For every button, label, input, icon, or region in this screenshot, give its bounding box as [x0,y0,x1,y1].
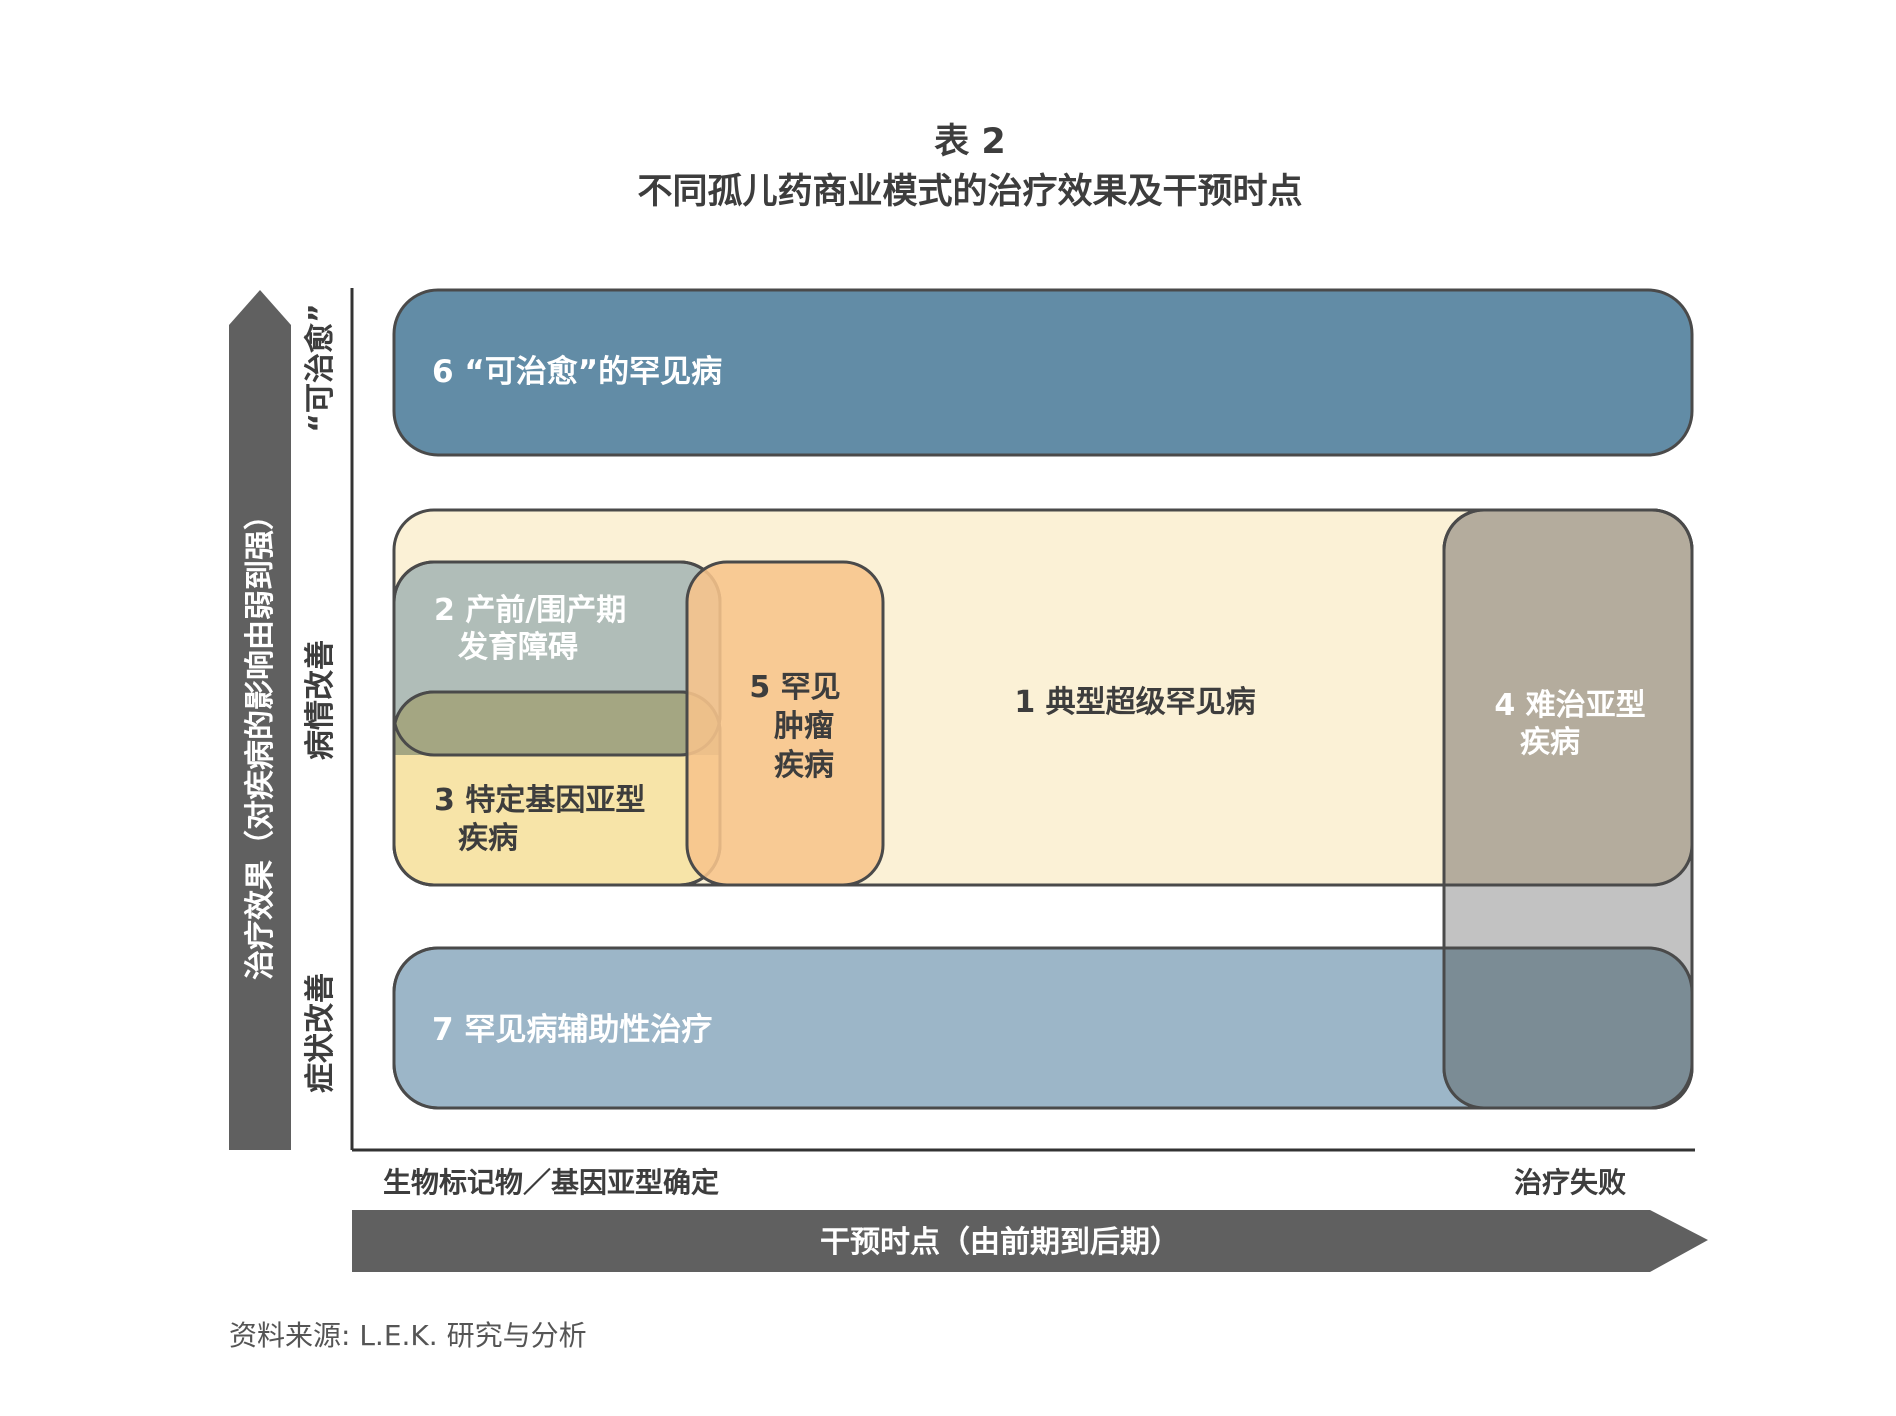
source-note: 资料来源: L.E.K. 研究与分析 [229,1319,587,1352]
box-3-label-line-2: 疾病 [458,821,518,856]
box-2-label-line-1: 2 产前/围产期 [434,593,626,628]
box-2-3-overlap [394,692,720,755]
box-4-label-line-1: 4 难治亚型 [1494,688,1645,723]
x-axis-arrow [352,1210,1708,1272]
title-line-1: 表 2 [934,122,1006,162]
y-axis-arrow [229,290,291,1150]
box-4-label-line-2: 疾病 [1520,725,1580,760]
box-7-outline [392,946,1694,1110]
box-2-label-line-2: 发育障碍 [457,630,578,665]
y-axis-arrow-label: 治疗效果（对疾病的影响由弱到强） [243,500,278,980]
box-7-label: 7 罕见病辅助性治疗 [432,1012,712,1048]
box-1-label: 1 典型超级罕见病 [1014,685,1255,720]
x-axis-right-label: 治疗失败 [1514,1166,1626,1199]
y-level-middle: 病情改善 [303,640,338,760]
box-5-label-line-2: 肿瘤 [774,709,834,744]
x-axis-arrow-label: 干预时点（由前期到后期） [820,1225,1180,1260]
x-axis-left-label: 生物标记物／基因亚型确定 [383,1166,719,1199]
title-line-2: 不同孤儿药商业模式的治疗效果及干预时点 [637,172,1302,212]
box-5-label-line-1: 5 罕见 [749,670,840,705]
box-6-label: 6 “可治愈”的罕见病 [432,354,722,390]
y-level-top: “可治愈” [303,303,338,432]
box-4-7-overlap [1444,948,1692,1108]
box-5-rare-tumors [685,560,885,887]
box-3-label-line-1: 3 特定基因亚型 [434,783,645,818]
box-5-label-line-3: 疾病 [774,748,834,783]
box-6-curable [392,288,1694,457]
y-level-bottom: 症状改善 [303,973,338,1093]
